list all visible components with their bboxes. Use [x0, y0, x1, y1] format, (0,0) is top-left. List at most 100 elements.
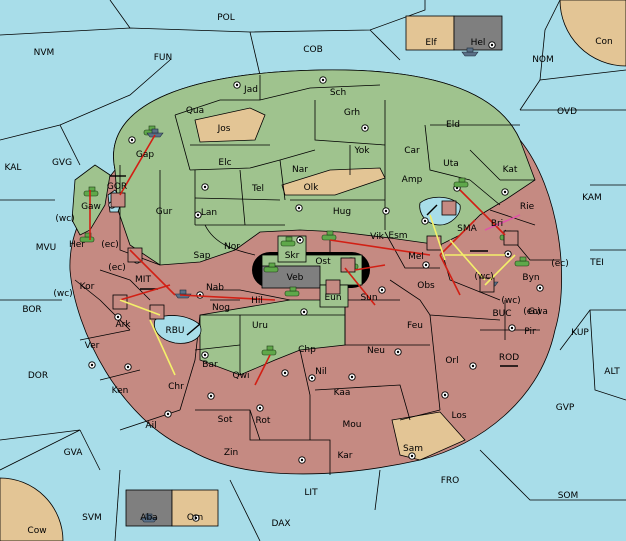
- army-veb[interactable]: [263, 262, 279, 273]
- land-label-mel: Mel: [408, 252, 424, 262]
- coast-label: (ec): [523, 307, 541, 317]
- region-rbu-lake[interactable]: [153, 315, 202, 344]
- dual-coast-sma: [426, 204, 438, 216]
- army-chp[interactable]: [261, 345, 277, 356]
- sea-label-fun: FUN: [154, 53, 173, 63]
- supply-center-dot: [363, 126, 367, 130]
- land-label-neu: Neu: [367, 346, 385, 356]
- coast-label: (wc): [55, 214, 74, 224]
- coast-label: (ec): [101, 240, 119, 250]
- sea-label-con: Con: [595, 37, 613, 47]
- fleet-aba[interactable]: [140, 513, 158, 523]
- supply-center-dot: [203, 185, 207, 189]
- land-label-feu: Feu: [407, 321, 423, 331]
- support-buc-byn: [484, 254, 516, 286]
- land-label-byn: Byn: [522, 273, 539, 283]
- supply-center-dot: [90, 363, 94, 367]
- land-label-jad: Jad: [243, 85, 258, 95]
- land-label-veb: Veb: [287, 273, 304, 283]
- land-label-sch: Sch: [330, 88, 346, 98]
- region-sam[interactable]: [391, 411, 466, 461]
- supply-center-dot: [126, 365, 130, 369]
- land-label-ken: Ken: [112, 386, 129, 396]
- army-uta[interactable]: [453, 177, 469, 188]
- support-sma-mel: [429, 214, 446, 261]
- army-gaw[interactable]: [83, 186, 99, 197]
- support-rbu-chr: [149, 319, 176, 376]
- unit-gor[interactable]: [110, 192, 126, 208]
- army-skr[interactable]: [280, 236, 296, 247]
- region-jos[interactable]: [194, 107, 266, 143]
- army-hil[interactable]: [284, 286, 300, 297]
- sea-label-buc: BUC: [492, 309, 511, 319]
- army-byn[interactable]: [514, 256, 530, 267]
- coast-label: (ec): [551, 259, 569, 269]
- land-label-gaw: Gaw: [81, 202, 101, 212]
- supply-center-dot: [423, 219, 427, 223]
- sea-label-rbu: RBU: [165, 326, 184, 336]
- land-label-uta: Uta: [443, 159, 459, 169]
- land-label-qwi: Qwi: [233, 371, 250, 381]
- land-label-hug: Hug: [333, 207, 351, 217]
- land-label-sun: Sun: [360, 293, 377, 303]
- sea-label-kam: KAM: [582, 193, 602, 203]
- region-gaw[interactable]: [71, 164, 111, 236]
- coast-label: (wc): [474, 272, 493, 282]
- sea-label-tei: TEI: [589, 258, 604, 268]
- unit-sma[interactable]: [441, 200, 457, 216]
- supply-center-dot: [503, 190, 507, 194]
- land-label-nog: Nog: [212, 303, 230, 313]
- supply-center-dot: [510, 326, 514, 330]
- order-kor-nab: [129, 249, 176, 296]
- unit-ost-red[interactable]: [340, 257, 356, 273]
- land-label-amp: Amp: [402, 175, 423, 185]
- order-ost-sun: [344, 267, 376, 306]
- land-label-gur: Gur: [156, 207, 173, 217]
- land-label-kat: Kat: [503, 165, 518, 175]
- supply-center-dot: [194, 516, 198, 520]
- order-uta-bri: [459, 189, 506, 236]
- fleet-hel[interactable]: [461, 47, 479, 57]
- sea-label-bor: BOR: [22, 305, 41, 315]
- land-label-ark: Ark: [115, 320, 131, 330]
- region-cow[interactable]: [0, 477, 64, 541]
- unit-eun[interactable]: [325, 279, 341, 295]
- supply-center-dot: [490, 43, 494, 47]
- order-chp-rot: [254, 354, 271, 386]
- coast-label: (wc): [501, 296, 520, 306]
- order-mel-sma: [439, 219, 476, 256]
- land-label-esm: Esm: [388, 231, 407, 241]
- land-label-rot: Rot: [256, 416, 271, 426]
- supply-center-dot: [302, 310, 306, 314]
- unit-buc-box[interactable]: [479, 277, 495, 293]
- army-vik[interactable]: [321, 230, 337, 241]
- land-label-kaa: Kaa: [334, 388, 351, 398]
- land-label-sam: Sam: [403, 444, 423, 454]
- supply-center-dot: [455, 186, 459, 190]
- region-con[interactable]: [559, 0, 626, 67]
- supply-center-dot: [471, 364, 475, 368]
- supply-center-dot: [350, 375, 354, 379]
- supply-center-dot: [380, 288, 384, 292]
- sea-label-dor: DOR: [28, 371, 48, 381]
- supply-center-dot: [235, 83, 239, 87]
- supply-center-dot: [506, 252, 510, 256]
- supply-center-dot: [300, 458, 304, 462]
- sea-label-dax: DAX: [271, 519, 290, 529]
- coast-label: (wc): [53, 289, 72, 299]
- sea-label-gva: GVA: [64, 448, 84, 458]
- sea-label-sma: SMA: [457, 224, 477, 234]
- land-label-bar: Bar: [202, 360, 218, 370]
- unit-bri-box[interactable]: [503, 230, 519, 246]
- supply-center-dot: [396, 350, 400, 354]
- sea-label-gvp: GVP: [556, 403, 575, 413]
- fleet-gap-boat[interactable]: [146, 128, 164, 138]
- region-elf[interactable]: [405, 15, 455, 51]
- land-label-sap: Sap: [194, 251, 211, 261]
- order-ark-nab: [119, 284, 171, 301]
- land-label-kor: Kor: [80, 282, 95, 292]
- land-label-rie: Rie: [520, 202, 535, 212]
- land-label-olk: Olk: [304, 183, 320, 193]
- orders-layer: [89, 134, 521, 386]
